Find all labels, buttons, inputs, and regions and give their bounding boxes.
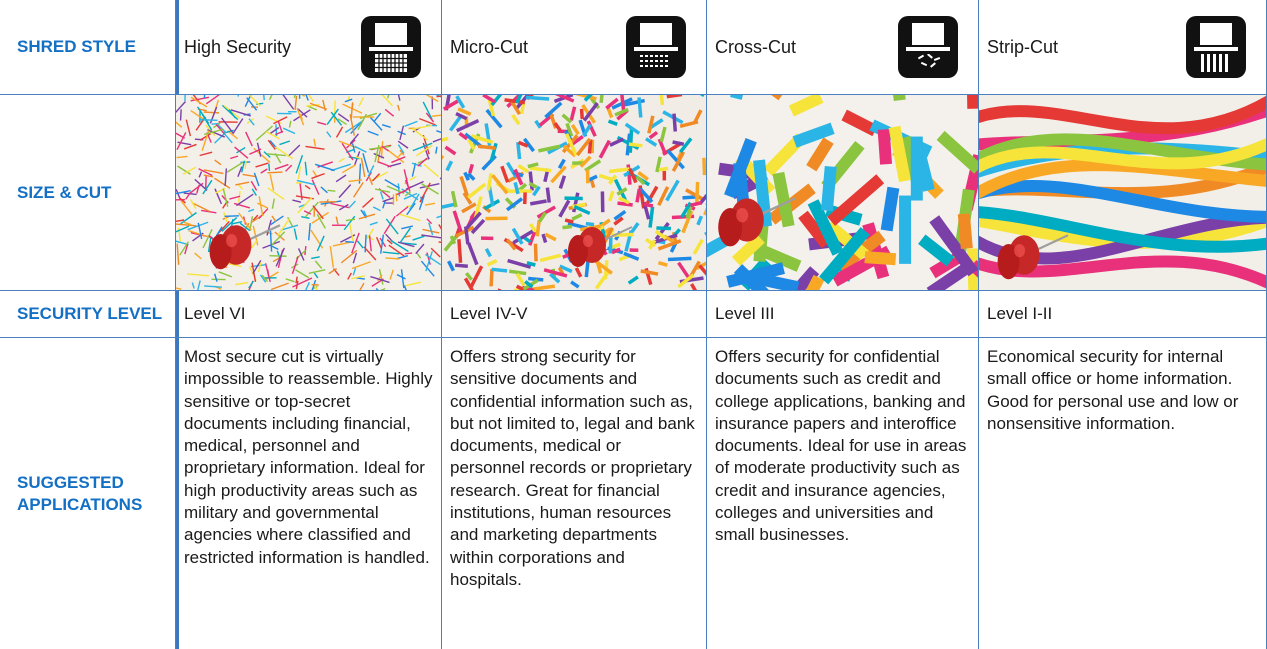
- application-description: Economical security for internal small o…: [979, 338, 1267, 649]
- style-cross-cut: Cross-Cut: [707, 0, 979, 95]
- security-level: Level VI: [176, 291, 442, 338]
- shredder-micro-icon: [626, 16, 686, 78]
- push-pin-icon: [209, 224, 281, 270]
- strip-cut-shred-photo: [979, 95, 1267, 291]
- row-header-shred-style: SHRED STYLE: [0, 0, 176, 95]
- style-high-security: High Security: [176, 0, 442, 95]
- cross-cut-shred-photo: [707, 95, 979, 291]
- row-header-suggested-applications: SUGGESTED APPLICATIONS: [0, 338, 176, 649]
- style-strip-cut: Strip-Cut: [979, 0, 1267, 95]
- push-pin-icon: [718, 197, 796, 247]
- shredder-cross-icon: [898, 16, 958, 78]
- security-level: Level IV-V: [442, 291, 707, 338]
- security-level: Level I-II: [979, 291, 1267, 338]
- row-header-size-cut: SIZE & CUT: [0, 95, 176, 291]
- header-column-divider: [176, 0, 179, 649]
- security-level: Level III: [707, 291, 979, 338]
- application-description: Offers security for confidential documen…: [707, 338, 979, 649]
- high-security-shred-photo: [176, 95, 442, 291]
- push-pin-icon: [568, 226, 633, 267]
- style-name: Micro-Cut: [450, 36, 529, 57]
- application-description: Most secure cut is virtually impossible …: [176, 338, 442, 649]
- application-description: Offers strong security for sensitive doc…: [442, 338, 707, 649]
- micro-cut-shred-photo: [442, 95, 707, 291]
- row-header-security-level: SECURITY LEVEL: [0, 291, 176, 338]
- shredder-grid-icon: [361, 16, 421, 78]
- row-header-line: APPLICATIONS: [17, 494, 143, 514]
- row-header-line: SUGGESTED: [17, 472, 124, 492]
- style-micro-cut: Micro-Cut: [442, 0, 707, 95]
- push-pin-icon: [997, 234, 1069, 280]
- shredder-strip-icon: [1186, 16, 1246, 78]
- style-name: High Security: [184, 36, 292, 57]
- style-name: Cross-Cut: [715, 36, 797, 57]
- style-name: Strip-Cut: [987, 36, 1059, 57]
